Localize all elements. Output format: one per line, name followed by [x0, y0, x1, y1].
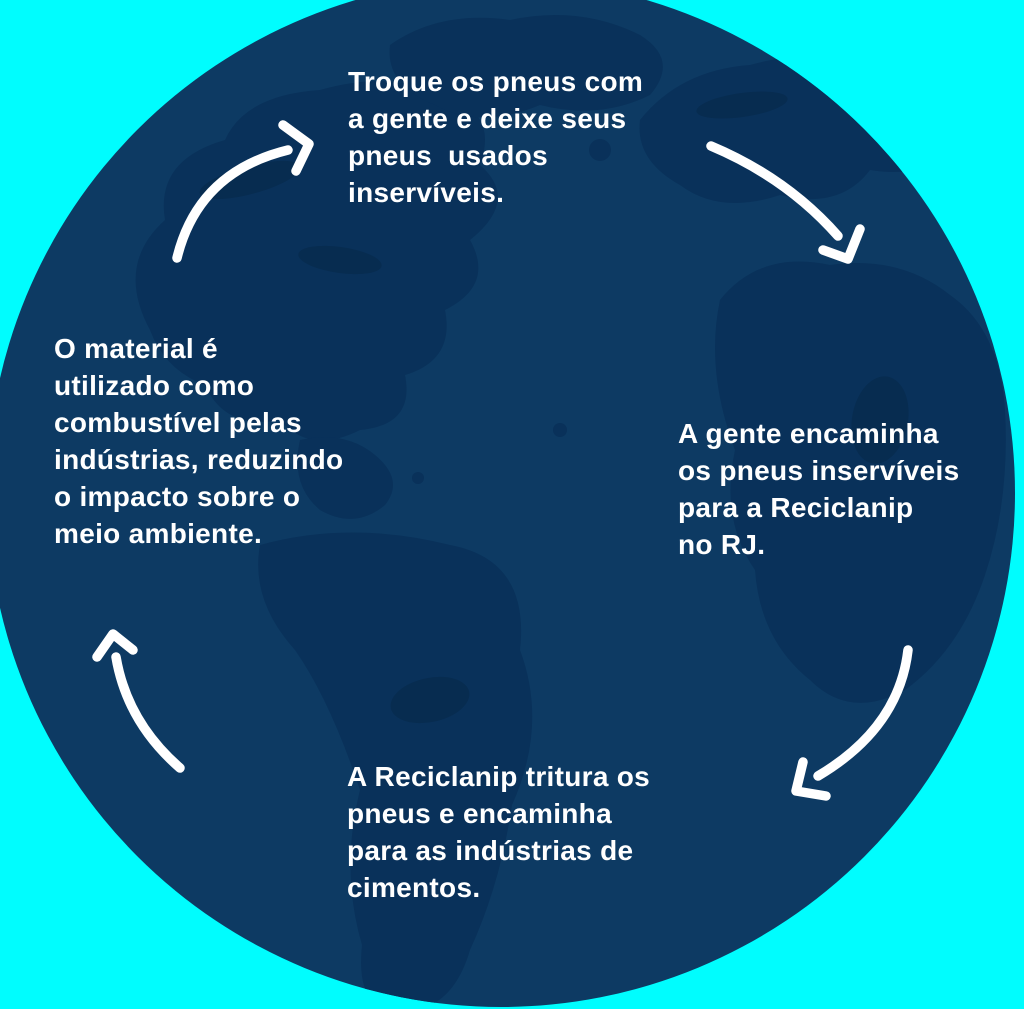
continent-africa	[715, 261, 1006, 703]
continent-south-america	[258, 532, 533, 1007]
curved-arrow-up-left-icon	[92, 629, 185, 773]
map-detail	[851, 376, 909, 464]
cycle-arrows	[92, 120, 913, 801]
curved-arrow-down-right-icon	[706, 141, 865, 264]
map-detail	[199, 160, 301, 200]
step-text-trade-tires: Troque os pneus com a gente e deixe seus…	[348, 66, 644, 208]
island	[412, 472, 424, 484]
curved-arrow-down-left-icon	[791, 645, 913, 801]
landmass-greenland	[389, 15, 663, 118]
map-detail	[298, 245, 382, 275]
island	[589, 139, 611, 161]
step-text-material-reuse: O material é utilizado como combustível …	[54, 333, 344, 549]
map-detail	[390, 676, 470, 724]
step-text-forward-to-reciclanip: A gente encaminha os pneus inservíveis p…	[678, 418, 960, 560]
step-text-shred-tires: A Reciclanip tritura os pneus e encaminh…	[347, 761, 651, 903]
map-detail	[696, 91, 788, 119]
curved-arrow-up-right-icon	[172, 120, 314, 263]
world-map	[135, 15, 1006, 1007]
landmass-central-america	[297, 437, 393, 519]
island	[553, 423, 567, 437]
